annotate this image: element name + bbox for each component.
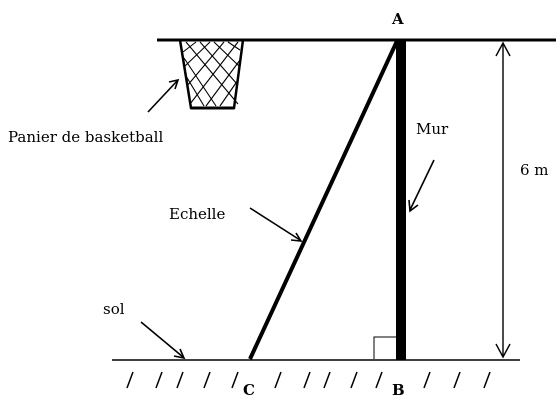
ground-label: sol xyxy=(103,300,125,318)
ladder-label: Echelle xyxy=(169,205,225,223)
ladder-pointer-arrow xyxy=(249,207,303,242)
ladder xyxy=(248,40,399,360)
basketball-hoop xyxy=(178,39,245,110)
ground-pointer-arrow xyxy=(140,321,186,360)
point-b-label: B xyxy=(392,381,405,399)
wall-label: Mur xyxy=(416,120,449,138)
hoop-label: Panier de basketball xyxy=(8,128,163,146)
point-c-label: C xyxy=(243,381,255,399)
height-label: 6 m xyxy=(520,161,549,179)
point-a-label: A xyxy=(391,10,404,28)
right-angle-marker xyxy=(373,336,396,359)
ground-hatching xyxy=(126,371,491,389)
wall-pointer-arrow xyxy=(408,159,435,213)
hoop-pointer-arrow xyxy=(147,78,180,113)
wall xyxy=(396,40,406,360)
height-dimension-arrow xyxy=(495,41,511,359)
